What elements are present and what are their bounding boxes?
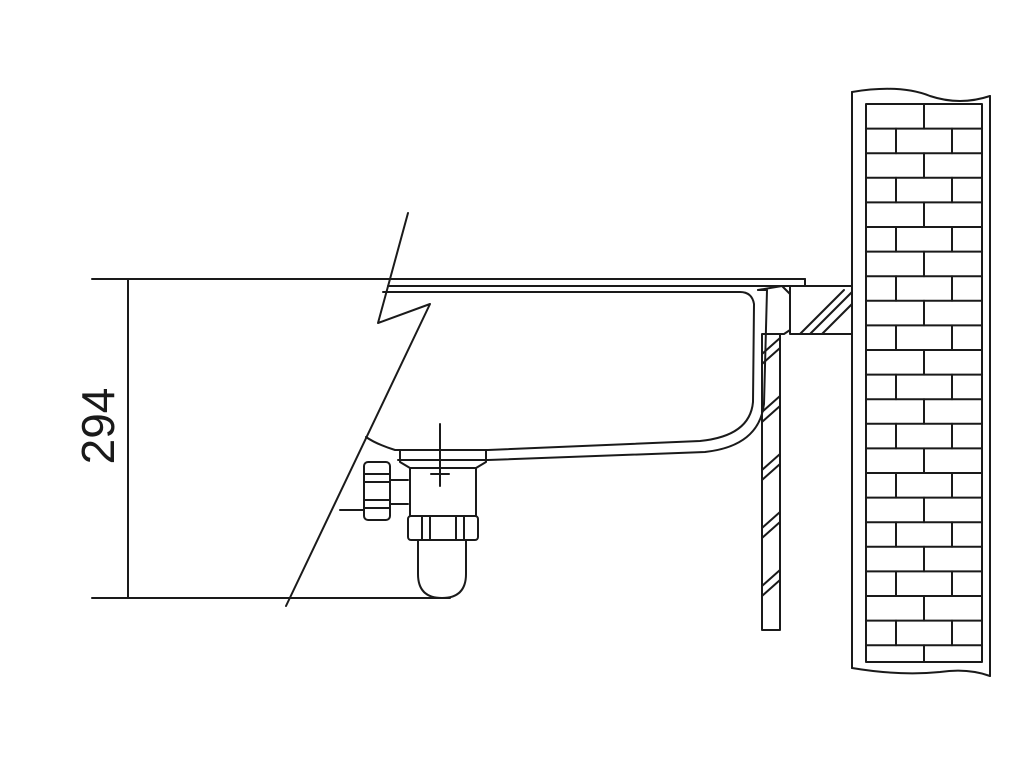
drain-body — [399, 449, 487, 517]
brick-wall — [851, 87, 991, 677]
cabinet-panel-outline — [761, 333, 781, 631]
dimension-label: 294 — [72, 388, 124, 465]
dimension-annotation: 294 — [72, 278, 451, 599]
cabinet-side-panel — [761, 333, 781, 631]
drain-coupling-nut — [407, 515, 479, 541]
wall-top-edge — [851, 87, 991, 102]
drain-trap — [417, 539, 467, 599]
sink-bowl — [365, 278, 806, 461]
brick-courses — [865, 103, 983, 663]
break-line — [285, 212, 431, 607]
worktop-bracket-outline — [789, 285, 853, 335]
wall-bottom-edge — [851, 667, 991, 677]
sink-rim-bracket — [757, 285, 791, 335]
sink-bowl-inner — [365, 291, 755, 451]
wall-inner-outline — [865, 103, 983, 663]
worktop-bracket — [789, 285, 853, 335]
sink-rim-right-edge — [794, 278, 806, 287]
sink-bowl-outer — [397, 289, 768, 461]
overflow-connector — [339, 461, 409, 521]
drain-fitting — [399, 423, 487, 599]
overflow-nut — [363, 461, 391, 521]
